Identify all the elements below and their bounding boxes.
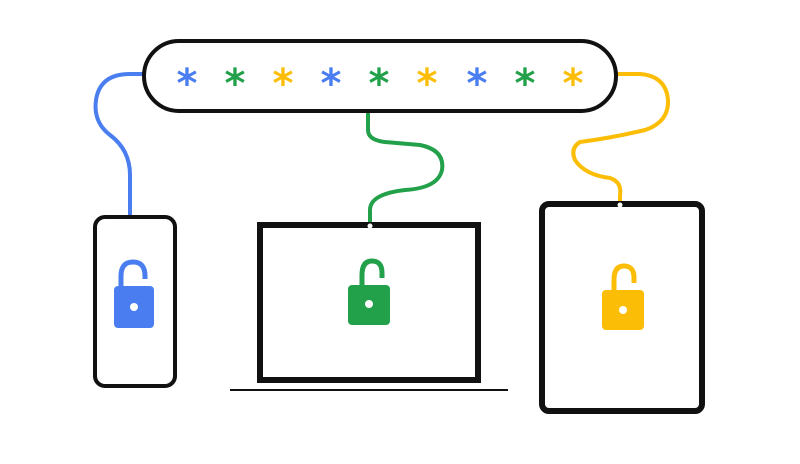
laptop-device <box>230 222 508 391</box>
password-character: * <box>417 61 438 107</box>
phone-device <box>93 215 177 388</box>
password-character: * <box>515 61 536 107</box>
unlocked-padlock-icon <box>602 263 644 330</box>
unlocked-padlock-icon <box>348 258 390 325</box>
unlocked-padlock-icon <box>114 259 154 328</box>
password-bar <box>142 39 618 113</box>
password-character: * <box>467 61 488 107</box>
password-characters: * * * * * * * * * <box>177 61 584 107</box>
password-character: * <box>273 61 294 107</box>
tablet-cable <box>571 72 671 206</box>
password-character: * <box>321 61 342 107</box>
tablet-camera <box>617 202 623 208</box>
laptop-camera <box>367 223 373 229</box>
tablet-device <box>539 201 705 414</box>
laptop-cable <box>366 110 445 227</box>
phone-cable <box>93 72 150 219</box>
password-character: * <box>563 61 584 107</box>
password-character: * <box>225 61 246 107</box>
password-character: * <box>177 61 198 107</box>
password-character: * <box>369 61 390 107</box>
